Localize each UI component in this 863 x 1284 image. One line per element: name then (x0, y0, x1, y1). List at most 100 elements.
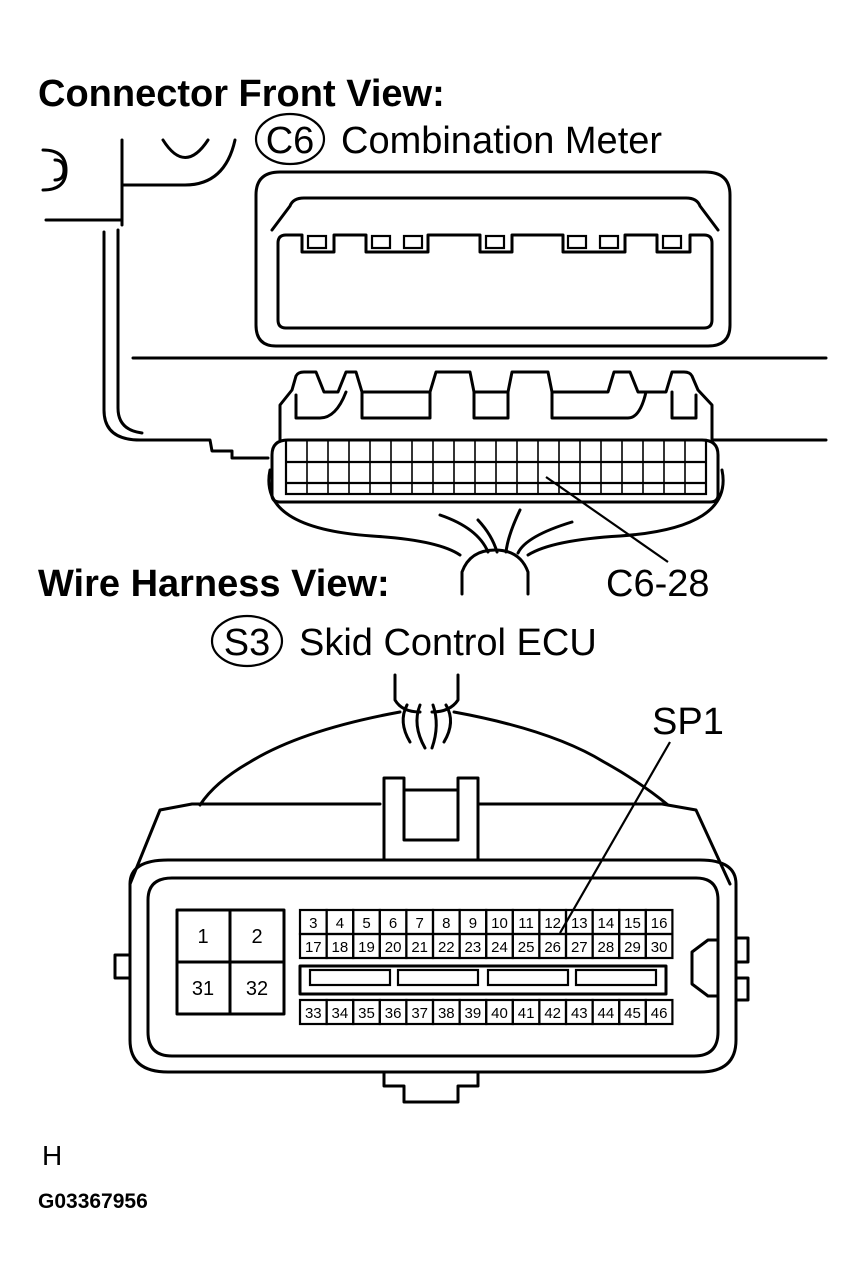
pin-14: 14 (591, 908, 621, 936)
pin-label: 7 (416, 915, 424, 932)
pin-label: 21 (411, 939, 428, 956)
pin-label: 39 (465, 1005, 482, 1022)
pin-label: 27 (571, 939, 588, 956)
pin-label: 42 (544, 1005, 561, 1022)
pin-label: 26 (544, 939, 561, 956)
s3-power-pins: 1 2 31 32 (175, 908, 286, 1016)
s3-label: S3 Skid Control ECU (210, 614, 597, 668)
pin-label: 16 (651, 915, 668, 932)
s3-code: S3 (224, 622, 270, 664)
front-view-heading: Connector Front View: (38, 73, 445, 115)
pin-32: 32 (246, 978, 268, 1000)
pin-35: 35 (352, 998, 381, 1026)
c6-name: Combination Meter (341, 120, 662, 162)
c6-key-slot (306, 234, 328, 250)
pin-39: 39 (458, 998, 488, 1026)
c6-label: C6 Combination Meter (254, 112, 662, 166)
pin-21: 21 (405, 932, 435, 960)
pin-2: 2 (251, 926, 262, 948)
pin-label: 38 (438, 1005, 455, 1022)
c6-key-slot (484, 234, 506, 250)
pin-label: 18 (332, 939, 349, 956)
pin-label: 12 (544, 915, 561, 932)
pin-label: 14 (598, 915, 615, 932)
pin-label: 34 (332, 1005, 349, 1022)
pin-16: 16 (644, 908, 674, 936)
pin-28: 28 (591, 932, 621, 960)
pin-label: 22 (438, 939, 455, 956)
s3-key-slot (486, 968, 570, 987)
pin-label: 33 (305, 1005, 322, 1022)
pin-45: 45 (618, 998, 647, 1026)
c6-28-leader-line (545, 476, 669, 563)
pin-label: 3 (309, 915, 317, 932)
s3-code-circle (210, 614, 284, 668)
pin-8: 8 (431, 908, 461, 936)
pin-label: 30 (651, 939, 668, 956)
pin-38: 38 (431, 998, 461, 1026)
c6-28-callout: C6-28 (606, 563, 710, 605)
footer-letter: H (42, 1140, 62, 1171)
pin-label: 11 (518, 915, 534, 932)
c6-key-slot (598, 234, 620, 250)
pin-10: 10 (485, 908, 514, 936)
pin-24: 24 (485, 932, 514, 960)
pin-label: 40 (491, 1005, 508, 1022)
c6-key-slot (370, 234, 392, 250)
pin-6: 6 (378, 908, 408, 936)
pin-label: 15 (624, 915, 641, 932)
pin-label: 29 (624, 939, 641, 956)
pin-29: 29 (618, 932, 647, 960)
pin-9: 9 (458, 908, 488, 936)
pin-label: 13 (571, 915, 588, 932)
pin-7: 7 (405, 908, 435, 936)
pin-cell (644, 932, 674, 960)
pin-label: 17 (305, 939, 322, 956)
s3-key-slot (308, 968, 392, 987)
pin-1: 1 (197, 926, 208, 948)
pin-label: 44 (598, 1005, 615, 1022)
pin-label: 35 (358, 1005, 375, 1022)
pin-label: 24 (491, 939, 508, 956)
s3-wire-bundle (198, 673, 670, 807)
sp1-leader-line (559, 741, 671, 934)
pin-31: 31 (192, 978, 214, 1000)
pin-label: 5 (362, 915, 370, 932)
pin-label: 43 (571, 1005, 588, 1022)
c6-key-slot (566, 234, 588, 250)
pin-46: 46 (644, 998, 674, 1026)
sp1-callout: SP1 (652, 701, 724, 743)
c6-key-slot (402, 234, 424, 250)
c6-housing (254, 170, 732, 348)
pin-11: 11 (511, 908, 541, 936)
pin-25: 25 (511, 932, 541, 960)
pin-label: 37 (411, 1005, 428, 1022)
pin-33: 33 (298, 998, 328, 1026)
pin-label: 25 (518, 939, 535, 956)
pin-label: 46 (651, 1005, 668, 1022)
mounting-bracket (41, 138, 828, 460)
pin-19: 19 (352, 932, 381, 960)
pin-label: 4 (336, 915, 344, 932)
pin-15: 15 (618, 908, 647, 936)
pin-44: 44 (591, 998, 621, 1026)
c6-code-circle (254, 112, 326, 166)
pin-3: 3 (298, 908, 328, 936)
pin-label: 36 (385, 1005, 402, 1022)
pin-label: 9 (469, 915, 477, 932)
pin-cell (644, 998, 674, 1026)
pin-40: 40 (485, 998, 514, 1026)
pin-42: 42 (538, 998, 568, 1026)
s3-key-slot (574, 968, 658, 987)
pin-label: 6 (389, 915, 397, 932)
pin-23: 23 (458, 932, 488, 960)
pin-label: 8 (442, 915, 450, 932)
pin-18: 18 (325, 932, 355, 960)
pin-22: 22 (431, 932, 461, 960)
pin-5: 5 (352, 908, 381, 936)
pin-17: 17 (298, 932, 328, 960)
pin-label: 45 (624, 1005, 641, 1022)
pin-label: 28 (598, 939, 615, 956)
